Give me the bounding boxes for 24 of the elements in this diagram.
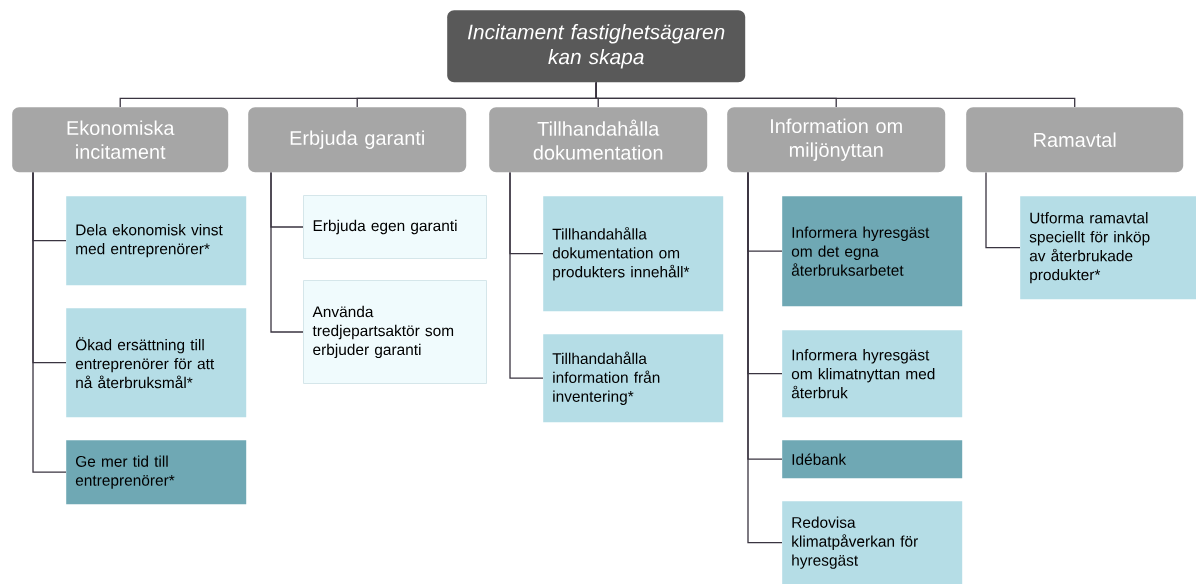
item-box: Dela ekonomisk vinst med entreprenörer* — [66, 196, 247, 286]
category-box: Erbjuda garanti — [248, 107, 467, 173]
category-box: Ekonomiska incitament — [12, 107, 229, 173]
item-box: Idébank — [782, 440, 963, 479]
item-box: Informera hyresgäst om det egna återbruksarbetet — [782, 196, 963, 307]
item-box: Erbjuda egen garanti — [303, 195, 487, 259]
connector-line — [32, 171, 67, 473]
root-box: Incitament fastighetsägaren kan skapa — [447, 10, 746, 83]
item-box: Ökad ersättning till entreprenörer för att nå återbruksmål* — [66, 308, 247, 418]
item-box: Tillhandahålla information från inventering* — [543, 334, 724, 423]
connector-line — [747, 171, 783, 544]
item-box: Ge mer tid till entreprenörer* — [66, 440, 247, 505]
connector-line — [985, 171, 1021, 249]
connector-line — [270, 171, 304, 333]
item-box: Använda tredjepartsaktör som erbjuder garanti — [303, 280, 487, 384]
item-box: Tillhandahålla dokumentation om produkters innehåll* — [543, 196, 724, 312]
connector-line — [509, 171, 544, 379]
item-box: Redovisa klimatpåverkan för hyresgäst — [782, 501, 963, 584]
category-box: Tillhandahålla dokumentation — [489, 107, 708, 173]
item-box: Informera hyresgäst om klimatnyttan med återbruk — [782, 330, 963, 418]
category-box: Ramavtal — [966, 107, 1184, 173]
item-box: Utforma ramavtal speciellt för inköp av återbrukade produkter* — [1020, 196, 1196, 300]
connector-line — [595, 81, 1076, 108]
category-box: Information om miljönyttan — [727, 107, 946, 173]
